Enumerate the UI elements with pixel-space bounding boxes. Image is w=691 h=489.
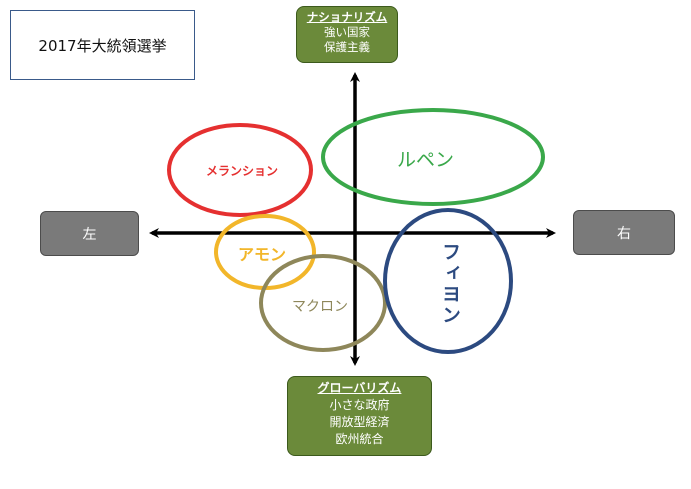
label-fillon: フィヨン	[439, 242, 461, 326]
nationalism-box: ナショナリズム 強い国家 保護主義	[296, 6, 398, 63]
label-hamon: アモン	[238, 245, 287, 264]
ellipse-macron	[259, 254, 387, 352]
left-label: 左	[82, 226, 97, 243]
globalism-heading: グローバリズム	[317, 381, 402, 395]
left-box: 左	[40, 211, 139, 256]
right-box: 右	[573, 210, 675, 255]
ellipse-lepen	[321, 108, 545, 206]
nationalism-line-1: 強い国家	[324, 25, 370, 39]
nationalism-heading: ナショナリズム	[306, 10, 388, 24]
globalism-line-3: 欧州統合	[335, 432, 384, 446]
ellipse-melenchon	[167, 123, 313, 217]
globalism-line-1: 小さな政府	[329, 398, 390, 412]
label-macron: マクロン	[292, 299, 348, 315]
page-title: 2017年大統領選挙	[38, 36, 167, 55]
label-lepen: ルペン	[397, 149, 455, 171]
nationalism-line-2: 保護主義	[324, 40, 370, 54]
right-label: 右	[617, 225, 631, 242]
title-box: 2017年大統領選挙	[10, 10, 195, 80]
label-melenchon: メランション	[206, 164, 279, 178]
globalism-line-2: 開放型経済	[329, 415, 390, 429]
ellipse-fillon	[383, 208, 513, 354]
globalism-box: グローバリズム 小さな政府 開放型経済 欧州統合	[287, 376, 432, 456]
